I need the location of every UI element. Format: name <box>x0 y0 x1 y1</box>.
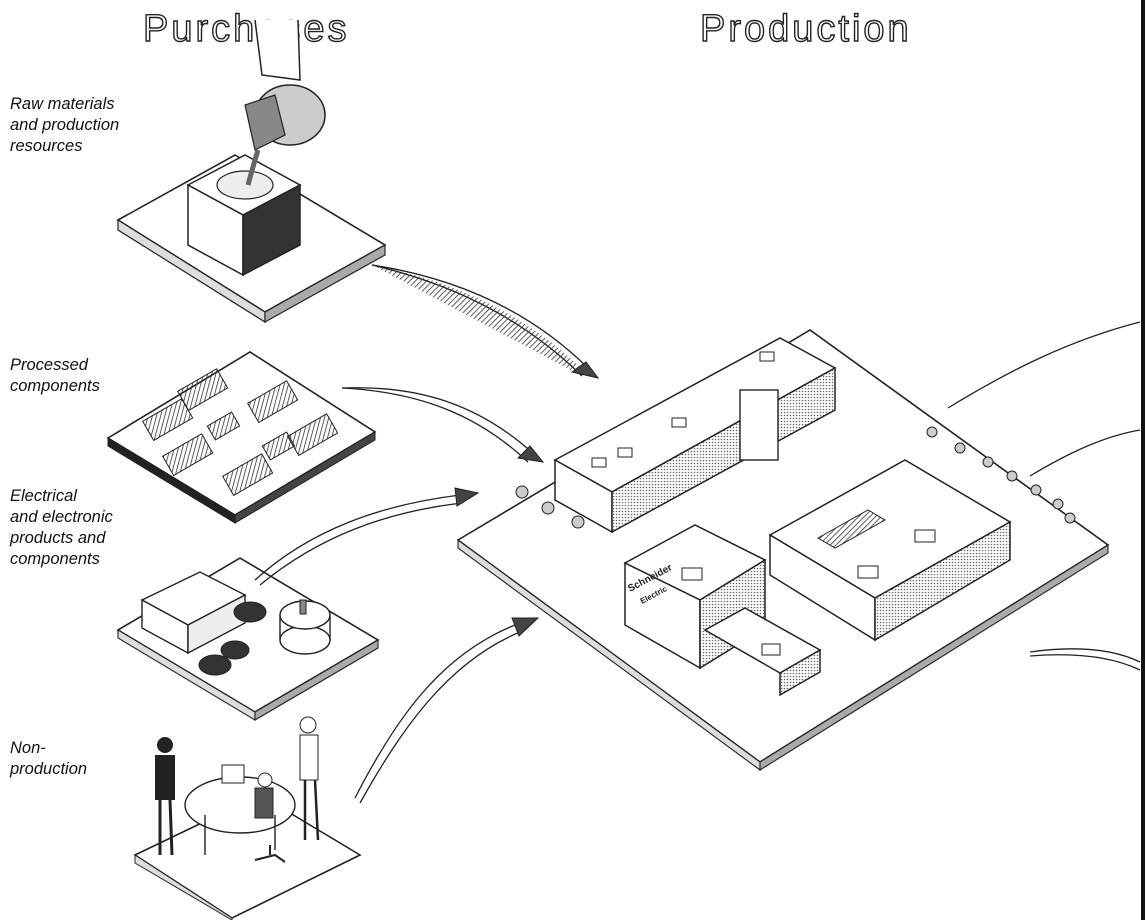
page-edge <box>1141 0 1145 920</box>
arrow-electrical-head <box>455 488 478 506</box>
office-meeting-icon <box>135 717 360 920</box>
electrical-components-icon <box>118 558 378 720</box>
arrow-out-1 <box>948 322 1140 408</box>
arrow-raw <box>372 265 586 376</box>
arrow-processed <box>342 388 535 455</box>
circuit-board-icon <box>108 352 375 523</box>
arrow-processed-head <box>518 446 543 462</box>
ladle-pouring-icon <box>118 20 385 322</box>
arrow-out-2 <box>1030 430 1140 476</box>
factory-icon <box>458 330 1108 770</box>
arrow-nonprod <box>355 625 515 798</box>
